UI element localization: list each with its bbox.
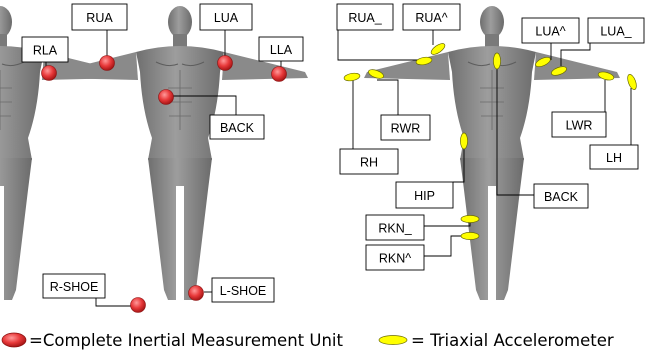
back-label-left: BACK xyxy=(220,121,255,135)
imu-marker-lua xyxy=(218,56,233,71)
imu-marker-r-shoe xyxy=(131,298,146,313)
left-figure: RUA LUA RLA LLA BACK R-SHOE L-SHOE xyxy=(22,4,308,313)
imu-legend-label: =Complete Inertial Measurement Unit xyxy=(29,331,343,350)
r-shoe-connector xyxy=(96,298,131,306)
lwr-label: LWR xyxy=(566,119,593,133)
rua-low-label: RUA_ xyxy=(348,11,382,25)
rua-low-connector xyxy=(338,30,424,60)
rua-label: RUA xyxy=(86,11,113,25)
rkn-low-label: RKN_ xyxy=(378,222,412,236)
rwr-connector xyxy=(377,80,398,116)
lh-label: LH xyxy=(606,151,622,165)
imu-marker-l-shoe xyxy=(189,286,204,301)
back-label-right: BACK xyxy=(544,190,579,204)
rla-label: RLA xyxy=(33,44,58,58)
rwr-label: RWR xyxy=(391,122,421,136)
rkn-up-connector xyxy=(424,236,462,256)
accel-legend-icon xyxy=(379,336,407,345)
right-figure: RUA_ RUA^ LUA^ LUA_ RWR LWR RH LH HIP BA… xyxy=(337,4,644,300)
rh-label: RH xyxy=(360,156,378,170)
accel-marker-rkn-low xyxy=(461,215,479,222)
lua-label: LUA xyxy=(214,11,239,25)
lua-low-label: LUA_ xyxy=(600,25,632,39)
imu-marker-lla xyxy=(272,67,287,82)
accel-legend-label: = Triaxial Accelerometer xyxy=(411,331,614,350)
imu-legend-icon xyxy=(2,333,26,347)
l-shoe-label: L-SHOE xyxy=(220,284,267,298)
rkn-up-label: RKN^ xyxy=(379,252,411,266)
accel-marker-lh xyxy=(626,73,638,90)
rua-up-label: RUA^ xyxy=(415,11,447,25)
lla-label: LLA xyxy=(270,43,293,57)
accel-marker-hip xyxy=(460,133,467,149)
imu-marker-rla xyxy=(42,66,57,81)
accel-marker-rh xyxy=(343,72,360,82)
accel-marker-rkn-up xyxy=(461,232,479,239)
lua-up-label: LUA^ xyxy=(535,25,565,39)
imu-marker-rua xyxy=(100,56,115,71)
legend: =Complete Inertial Measurement Unit = Tr… xyxy=(2,331,614,350)
r-shoe-label: R-SHOE xyxy=(50,280,99,294)
imu-marker-back xyxy=(159,90,174,105)
hip-label: HIP xyxy=(414,189,435,203)
accel-marker-back xyxy=(493,53,500,69)
